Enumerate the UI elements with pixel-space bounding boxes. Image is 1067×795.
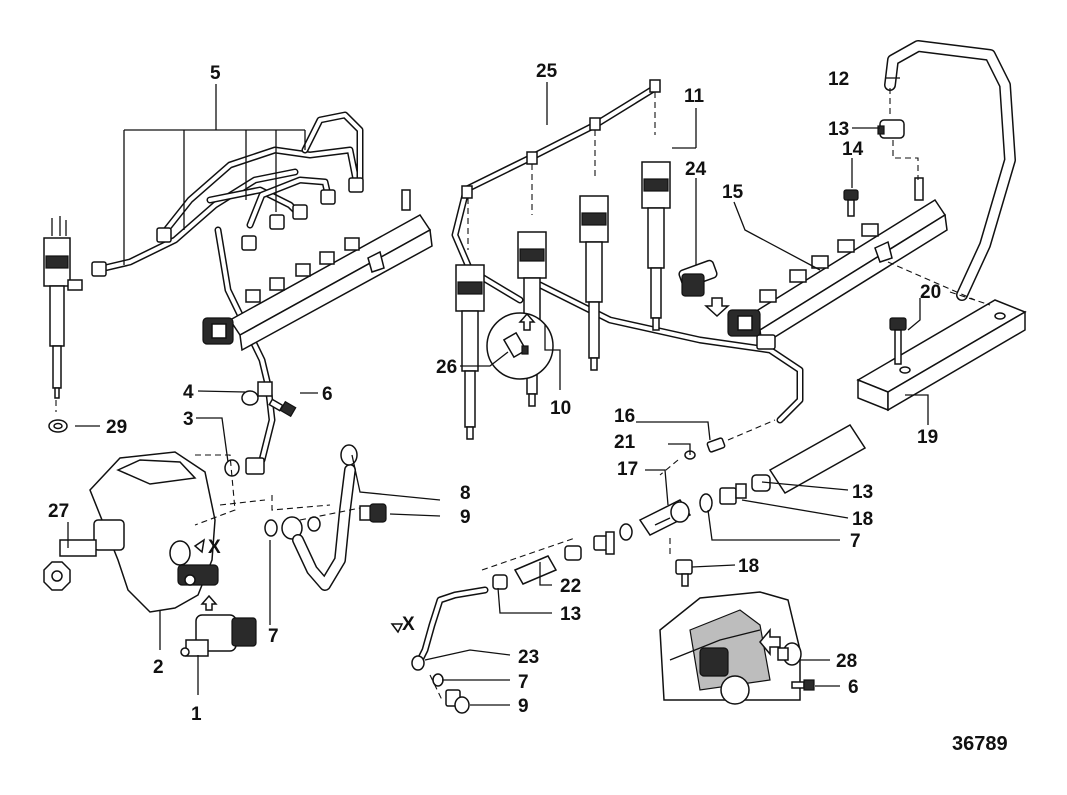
- callout-21: 21: [614, 432, 636, 453]
- fitting-18-top: [699, 483, 747, 513]
- callout-24: 24: [685, 159, 707, 180]
- hose-22: [513, 555, 558, 585]
- callout-10: 10: [550, 398, 571, 419]
- callout-12: 12: [828, 69, 849, 90]
- bolt-6-right: [791, 679, 815, 691]
- callout-13-top: 13: [828, 119, 849, 140]
- callout-14: 14: [842, 139, 864, 160]
- bolt-6-left: [268, 398, 297, 418]
- callout-1: 1: [191, 704, 202, 725]
- arrow-inset-icon: [759, 627, 781, 657]
- fitting-28: [777, 642, 802, 666]
- x-arrow-pump: [193, 538, 206, 554]
- callout-6-left: 6: [322, 384, 333, 405]
- callout-28: 28: [836, 651, 857, 672]
- fuel-rail-left: [228, 189, 433, 352]
- callout-16: 16: [614, 406, 635, 427]
- fitting-lower: [593, 531, 615, 555]
- callout-22: 22: [560, 576, 581, 597]
- callout-11: 11: [684, 86, 705, 107]
- clamp-13-lower: [492, 545, 582, 590]
- banjo-fitting: [281, 516, 321, 540]
- arrow-up-icon-middle: [518, 312, 536, 331]
- x-mark-pipe: X: [402, 614, 415, 635]
- callout-19: 19: [917, 427, 938, 448]
- pump-fittings-box: [194, 454, 331, 526]
- fitting-18-bottom: [675, 559, 693, 587]
- fitting-9-left: [359, 503, 387, 523]
- fuel-hose-right: [768, 424, 867, 494]
- bolt-14: [843, 189, 859, 217]
- pipe-23: [411, 586, 489, 671]
- callout-18-top: 18: [852, 509, 873, 530]
- clip-4: [241, 381, 273, 406]
- callout-29: 29: [106, 417, 127, 438]
- fitting-9-lower: [445, 689, 470, 714]
- rail-sensor-right: [727, 309, 761, 337]
- callout-18-bottom: 18: [738, 556, 759, 577]
- callout-3: 3: [183, 409, 194, 430]
- callout-27: 27: [48, 501, 69, 522]
- washer-29: [48, 419, 68, 433]
- callout-6-right: 6: [848, 677, 859, 698]
- x-mark-pump: X: [208, 537, 221, 558]
- washer-7-lower: [432, 673, 444, 687]
- pressure-regulator-1: [180, 614, 257, 657]
- callout-7-left: 7: [268, 626, 279, 647]
- hose-12: [884, 40, 1016, 301]
- fitting-3: [224, 457, 265, 477]
- callout-9-lower: 9: [518, 696, 529, 717]
- callout-labels: 1 2 3 4 5 6 7 8 9 10 11 12 13 14 15 16 1…: [48, 61, 941, 725]
- fitting-16: [684, 437, 726, 460]
- callout-26: 26: [436, 357, 457, 378]
- injector-middle-1: [455, 264, 485, 440]
- injector-middle-3: [579, 195, 609, 371]
- fuel-rail-right: [748, 177, 948, 350]
- arrow-down-icon: [704, 297, 730, 318]
- callout-5: 5: [210, 63, 221, 84]
- fuel-hose-8: [292, 444, 358, 591]
- leader-lines: [67, 77, 929, 706]
- nut-27: [43, 561, 71, 591]
- reference-number: 36789: [952, 733, 1008, 755]
- bracket-19: [856, 299, 1027, 412]
- high-pressure-pump: [59, 451, 219, 613]
- clamp-13-top: [877, 119, 905, 139]
- arrow-up-icon: [200, 594, 218, 611]
- callout-7-lower: 7: [518, 672, 529, 693]
- callout-13-right: 13: [852, 482, 873, 503]
- callout-25: 25: [536, 61, 558, 82]
- callout-20: 20: [920, 282, 941, 303]
- callout-2: 2: [153, 657, 164, 678]
- line-nuts: [91, 177, 364, 277]
- callout-8: 8: [460, 483, 471, 504]
- fuel-filter-17: [638, 499, 692, 536]
- injector-middle-4: [641, 161, 671, 331]
- callout-23: 23: [518, 647, 539, 668]
- callout-15: 15: [722, 182, 744, 203]
- detail-circle-26: [486, 312, 554, 380]
- callout-7-right: 7: [850, 531, 861, 552]
- washer-7-left: [264, 519, 278, 537]
- return-line-25: [451, 84, 804, 424]
- bolt-20: [889, 317, 907, 365]
- callout-13-lower: 13: [560, 604, 581, 625]
- rail-sensor-24: [678, 259, 718, 297]
- callout-9-left: 9: [460, 507, 471, 528]
- callout-17: 17: [617, 459, 638, 480]
- injector-left: [43, 216, 83, 399]
- x-arrow-pipe: [390, 623, 404, 634]
- washer-7-middle: [619, 523, 633, 541]
- callout-4: 4: [183, 382, 194, 403]
- rail-sensor-left: [202, 317, 234, 345]
